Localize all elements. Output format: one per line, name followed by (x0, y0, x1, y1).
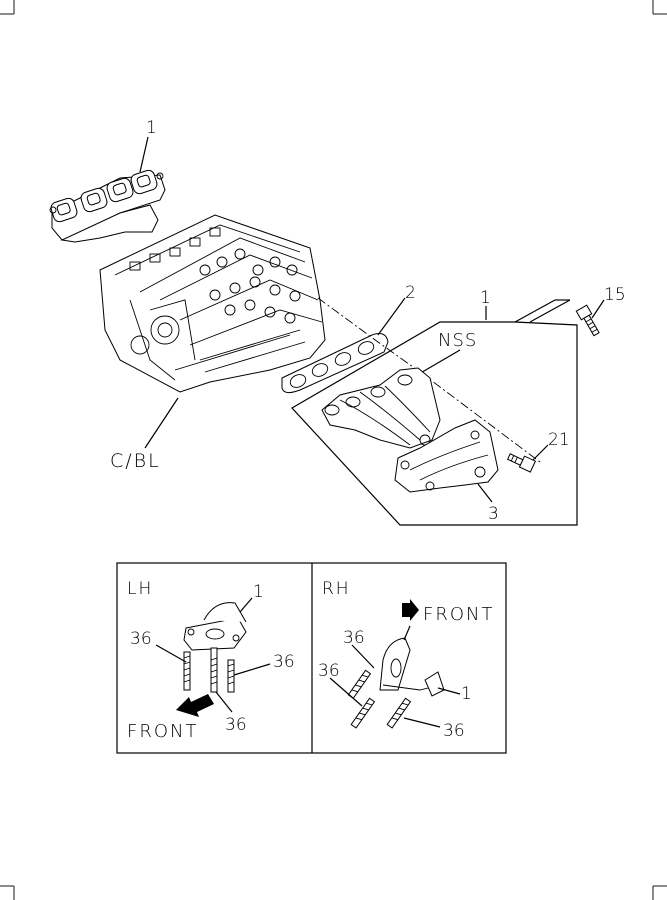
leader-rh-stud-top (351, 644, 375, 669)
leader-lh-manifold (139, 136, 149, 173)
leader-bolt-15-a (529, 299, 571, 323)
rh-stud-lower-right (386, 697, 412, 729)
callout-rh-manifold: 1 (480, 288, 491, 308)
bolt-21 (506, 453, 537, 473)
lh-front-arrow-icon (176, 694, 214, 717)
alignment-line-bolt (419, 371, 541, 463)
lh-panel-title: LH (127, 579, 153, 599)
callout-gasket: 2 (405, 283, 416, 303)
lh-stud-bottom-callout: 36 (225, 715, 247, 735)
rh-stud-left-callout: 36 (318, 661, 340, 681)
callout-lh-manifold: 1 (146, 118, 157, 138)
leader-heat-shield (477, 483, 493, 503)
rh-exhaust-manifold (321, 367, 441, 449)
callout-bolt-15: 15 (604, 285, 626, 305)
lh-part-callout: 1 (253, 582, 264, 602)
rh-panel-title: RH (322, 579, 351, 599)
lh-stud-left-callout: 36 (130, 629, 152, 649)
leader-lh-part (239, 597, 253, 613)
lh-manifold-flange (183, 602, 247, 651)
leader-bolt-15 (591, 299, 605, 319)
lh-exhaust-manifold (49, 169, 166, 243)
lh-stud-right (227, 659, 235, 693)
rh-stud-lower-left (350, 697, 376, 729)
leader-lh-stud-bottom (215, 691, 233, 713)
leader-rh-stud-left (329, 677, 363, 707)
lh-stud-left (183, 651, 191, 691)
leader-engine-block (144, 397, 179, 449)
alignment-line-gasket (317, 297, 421, 373)
leader-lh-stud-right (233, 663, 271, 676)
rh-front-label: FRONT (423, 604, 495, 625)
engine-block (99, 214, 326, 393)
rh-group-outline (291, 321, 578, 526)
rh-stud-upper (347, 669, 372, 699)
leader-lh-stud-left (155, 644, 187, 663)
leader-gasket (377, 297, 406, 336)
callout-nss: NSS (438, 330, 477, 351)
leader-rh-part (437, 687, 461, 695)
callout-bolt-21: 21 (548, 430, 570, 450)
heat-shield (394, 419, 499, 493)
callout-heat-shield: 3 (488, 504, 499, 524)
rh-stud-bottom-callout: 36 (443, 721, 465, 741)
leader-bolt-15-b (514, 299, 556, 323)
lh-stud-middle (210, 647, 218, 693)
rh-manifold-flange (379, 637, 445, 697)
exhaust-gasket (281, 333, 389, 394)
rh-stud-top-callout: 36 (343, 628, 365, 648)
leader-bolt-21 (532, 444, 549, 461)
rh-front-arrow-icon (402, 599, 419, 621)
leader-rh-stud-bottom (403, 717, 441, 728)
lh-stud-right-callout: 36 (273, 652, 295, 672)
bolt-15 (575, 304, 600, 337)
lh-front-label: FRONT (127, 721, 199, 742)
rh-part-callout: 1 (461, 684, 472, 704)
leader-rh-front (403, 625, 411, 641)
callout-engine-block: C/BL (110, 450, 161, 472)
